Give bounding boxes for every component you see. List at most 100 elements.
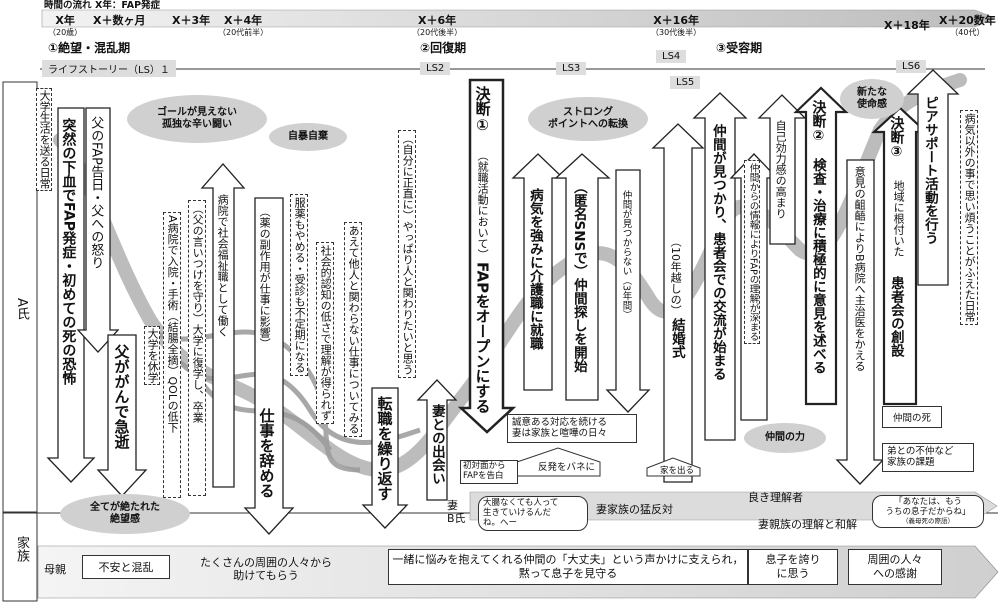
arrow-byoin <box>200 163 246 488</box>
flow-label: 時間の流れ <box>44 0 92 11</box>
vt-jibun-shojiki: （自分に正直に）やっぱり人と関わりたいと思う <box>398 130 417 378</box>
vt-byoki-tsuyomi: 病気を強みに介護職に就職 <box>526 188 543 350</box>
vt-ketsudan3: 決断③ <box>888 116 905 160</box>
bubble-anata: 「あなたは、もう うちの息子だからね」 （義母死の際語） <box>872 495 984 528</box>
phase-3: ③受容期 <box>716 41 763 55</box>
ls5-tag: LS5 <box>670 76 701 89</box>
tick-x-6: X＋6年（20代後半） <box>412 14 463 37</box>
phase-2: ②回復期 <box>420 41 467 55</box>
box-fuan: 不安と混乱 <box>82 555 170 579</box>
label-hahaoya: 母親 <box>44 563 66 576</box>
arrow-fap-open <box>457 78 517 434</box>
timeline-arrow <box>41 9 996 28</box>
box-nakama-shi: 仲間の死 <box>882 406 942 428</box>
vt-daigaku-kyugaku: 大学を休学 <box>144 326 161 385</box>
vt-fukuyaku: 服薬もやめる・受診も不定期になる <box>290 194 309 376</box>
vt-iken: 意見の齟齬によりB病院へ主治医をかえる <box>853 166 867 372</box>
vt-kensa: 検査・治療に積極的に意見を述べる <box>809 158 826 374</box>
arrow-tokumei <box>554 153 611 401</box>
vt-byoki-igai: 病気以外の事で思い煩うことがふえた日常 <box>960 110 979 325</box>
a-row-label-frame <box>2 81 38 513</box>
arrow-byoki-tsuyomi <box>511 153 565 391</box>
row-label-kazoku: 家族 <box>13 536 29 562</box>
vt-aete: あえて他人と関わらない仕事についてみる <box>344 222 363 437</box>
tick-x-3: X＋3年 <box>172 14 211 27</box>
vt-shakai-ninchi: 社会的認知の低さで理解が得られず <box>316 242 335 424</box>
tick-x-20: X＋20数年（40代） <box>939 14 996 37</box>
vt-shigoto-yame: 仕事を辞める <box>257 408 276 498</box>
box-seii: 誠意ある対応を続ける 妻は家族と喧嘩の日々 <box>507 414 637 443</box>
wife-arrow <box>469 491 998 521</box>
ls1-tag: ライフストーリー（LS）１ <box>42 60 176 77</box>
oval-nakama: 仲間の力 <box>744 423 826 453</box>
vt-nakama-kanja: 仲間が見つかり、患者会での交流が始まる <box>709 124 726 381</box>
vt-ketsudan2: 決断② <box>810 100 827 144</box>
arrow-ketsudan2 <box>793 86 849 406</box>
vt-jiko: 自己効力感の高まり <box>774 120 788 219</box>
vt-a-byoin: A病院で入院・手術（結腸全摘）QOLの低下 <box>163 212 182 498</box>
vt-kusuri: （薬の副作用が仕事に影響） <box>258 206 272 349</box>
arrow-ketsudan3 <box>871 106 929 406</box>
vt-chiiki: 地域に根付いた <box>892 180 906 257</box>
ls6-tag: LS6 <box>896 60 927 73</box>
arrow-nakama-mitsu <box>605 169 651 413</box>
label-hanpatsu: 反発をバネに <box>538 462 596 473</box>
arrow-tsuma-deai <box>416 379 458 501</box>
vt-ketsudan1: 決断① <box>473 86 492 134</box>
vt-shushoku: （就職活動において） <box>476 150 490 260</box>
arrow-shigoto <box>243 197 295 535</box>
vt-tokumei: （匿名SNSで）仲間探しを開始 <box>570 180 587 373</box>
x-label: X年：FAP発症 <box>95 0 161 11</box>
vt-tsuma-deai: 妻との出会い <box>428 404 445 485</box>
arrow-iken <box>835 159 885 485</box>
vt-peer: ピアサポート活動を行う <box>921 96 938 245</box>
arrow-kekkon <box>651 123 705 483</box>
vt-nakama-joho: 仲間からの情報によりFAPの理解が深まる <box>744 160 761 345</box>
bubble-daijobu: 大腸なくても人って 生きていけるんだ ね。へー <box>478 496 588 532</box>
ls2-tag: LS2 <box>420 62 451 75</box>
arrow-jiko <box>757 94 807 245</box>
vt-totsuzen: 突然の下血でFAP発症・初めての死の恐怖 <box>60 118 77 386</box>
oval-shinano: 新たな 使命感 <box>840 79 904 119</box>
oval-zetsubo: 全てが絶たれた 絶望感 <box>60 494 190 534</box>
tick-x-16: X＋16年（30代後半） <box>651 14 702 37</box>
tick-x: X年（20歳） <box>48 14 83 37</box>
box-issho: 一緒に悩みを抱えてくれる仲間の「大丈夫」という声かけに支えられ， 黙って息子を見… <box>388 549 748 585</box>
vt-chichi-gan: 父ががんで急逝 <box>112 344 131 449</box>
kazoku-row-label-frame <box>2 512 38 602</box>
label-takusan: たくさんの周囲の人々から 助けてもらう <box>200 556 332 583</box>
oval-jibo: 自暴自棄 <box>269 123 347 151</box>
vt-nakama-mitsu: 仲間が見つからない（3年間） <box>620 190 632 320</box>
box-shotaimen: 初対面から FAPを告白 <box>460 460 518 484</box>
vt-nenkoshi: （10年越しの） <box>669 236 683 316</box>
row-label-a: A氏 <box>13 298 29 320</box>
tick-x-4: X＋4年（20代前半） <box>218 14 269 37</box>
box-tsuma-fuwa: 弟との不仲など 家族の課題 <box>882 443 974 472</box>
arrow-chichi-gan <box>96 334 148 497</box>
vt-kekkonshiki: 結婚式 <box>668 318 685 359</box>
label-ie-deru: 家を出る <box>660 466 695 476</box>
vt-fap-open: FAPをオープンにする <box>473 262 492 414</box>
vt-tenshoku: 転職を繰り返す <box>375 396 394 501</box>
label-yoki-rikaisha: 良き理解者 <box>748 491 803 504</box>
label-tsuma-b: 妻 B氏 <box>447 499 466 525</box>
oval-strong: ストロング ポイントへの転換 <box>528 97 648 141</box>
vt-chichi-iitsuke: （父の言いつけを守り）大学に復学し、卒業 <box>188 200 207 496</box>
phase-1: ①絶望・混乱期 <box>48 41 131 55</box>
vt-chichi-kokuchi: 父のFAP告日・父への怒り <box>88 116 104 270</box>
ie-arrow <box>646 457 701 477</box>
tick-x-18: X＋18年 <box>884 19 930 32</box>
tick-x-months: X＋数ヶ月 <box>93 14 146 27</box>
arrow-totsuzen <box>46 107 96 483</box>
vt-kanjakai-soritsu: 患者会の創設 <box>887 276 904 357</box>
ls4-tag: LS4 <box>656 50 687 63</box>
vt-daigaku-life: 大学生活を送る日常 <box>36 88 53 191</box>
arrow-tenshoku <box>361 387 409 529</box>
box-shui: 周囲の人々 への感謝 <box>848 549 942 585</box>
ls3-tag: LS3 <box>556 62 587 75</box>
arrow-nakama-kanja <box>692 92 748 441</box>
arrow-peer <box>906 69 960 286</box>
anata-sub: （義母死の際語） <box>902 516 954 525</box>
oval-goal: ゴールが見えない 孤独な辛い闘い <box>127 95 267 143</box>
